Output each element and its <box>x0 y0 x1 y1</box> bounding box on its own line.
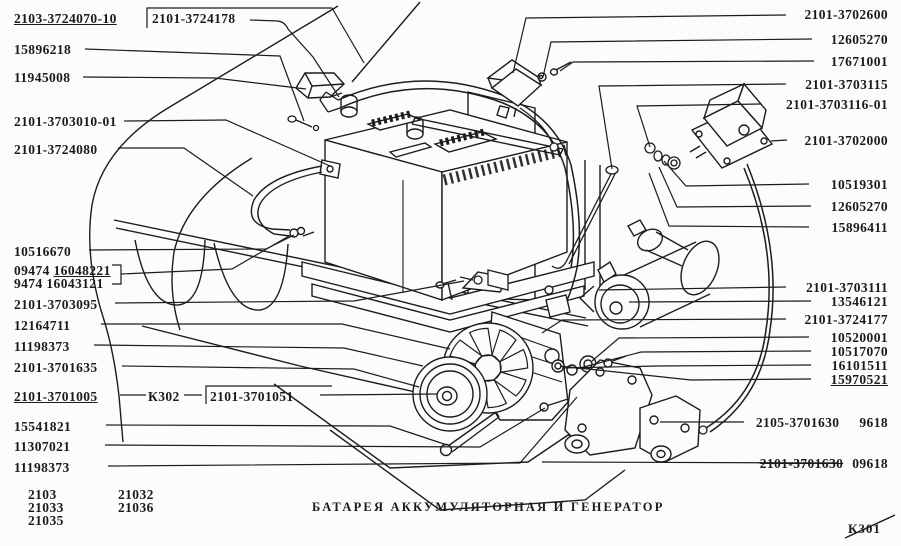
model-code: 21036 <box>118 500 154 515</box>
part-label: 12164711 <box>14 318 71 333</box>
model-code: 2103 <box>28 487 57 502</box>
belt-code: К302 <box>148 389 180 404</box>
part-label: 2103-3724070-10 <box>14 11 117 26</box>
part-label: 2101-3701005 <box>14 389 98 404</box>
part-label: 17671001 <box>830 54 888 69</box>
part-variant: 9618 <box>859 415 888 430</box>
part-label: 10517070 <box>830 344 888 359</box>
part-label-boxed: 2101-3701051 <box>210 389 294 404</box>
part-label: 15970521 <box>830 372 888 387</box>
part-variant: 09618 <box>852 456 888 471</box>
part-label: 09474 16048221 <box>14 263 111 278</box>
voltage-regulator-drawing <box>689 82 774 169</box>
sheet-code: К301 <box>848 521 881 536</box>
page-title: БАТАРЕЯ АККУМУЛЯТОРНАЯ И ГЕНЕРАТОР <box>312 500 665 514</box>
cap-screws <box>287 115 320 132</box>
part-label: 2101-3703010-01 <box>14 114 117 129</box>
part-label: 2101-3703095 <box>14 297 98 312</box>
battery-drawing <box>324 94 568 302</box>
wiring-harness <box>319 80 774 435</box>
part-number: 2105-3701630 <box>755 415 840 430</box>
alternator-drawing <box>412 271 597 457</box>
part-label: 2101-3703111 <box>805 280 888 295</box>
part-label: 15541821 <box>14 419 72 434</box>
part-label: 2101-3724080 <box>14 142 98 157</box>
part-number: 16048221 <box>53 263 111 278</box>
part-label: 10516670 <box>14 244 72 259</box>
part-label: 15896411 <box>831 220 888 235</box>
callout-brace-09474 <box>112 264 122 285</box>
starter-drawing <box>578 219 720 330</box>
part-label-boxed: 2101-3724178 <box>152 11 236 26</box>
panel-bracket <box>459 269 509 291</box>
part-label: 2105-3701630 9618 <box>755 415 888 430</box>
callout-bracket-3724178 <box>146 7 332 28</box>
part-label: 9474 16043121 <box>14 276 104 291</box>
part-label: 2101-3724177 <box>804 312 888 327</box>
relay-drawing <box>486 58 572 119</box>
part-label: 2101-3701635 <box>14 360 98 375</box>
part-number: 16043121 <box>46 276 104 291</box>
part-prefix: 09474 <box>14 263 50 278</box>
part-label: 2101-3703116-01 <box>786 97 888 112</box>
model-code: 21035 <box>28 513 64 528</box>
terminal-cover-cap <box>295 72 345 99</box>
model-code: 21032 <box>118 487 154 502</box>
part-label: 10519301 <box>830 177 888 192</box>
model-code: 21033 <box>28 500 64 515</box>
part-label: 2101-3703115 <box>805 77 888 92</box>
battery-tray <box>301 261 595 333</box>
part-label: 2101-3702600 <box>804 7 888 22</box>
part-number: 2101-3701630 <box>759 456 844 471</box>
part-label: 13546121 <box>830 294 888 309</box>
part-label: 15896218 <box>14 42 72 57</box>
part-label: 16101511 <box>831 358 888 373</box>
mount-brackets-drawing <box>564 355 701 463</box>
part-label: 12605270 <box>830 32 888 47</box>
part-label: 11198373 <box>14 460 70 475</box>
leader-lines <box>82 7 839 467</box>
callout-bracket-3701051 <box>205 385 332 404</box>
part-label: 10520001 <box>830 330 888 345</box>
part-label: 11198373 <box>14 339 70 354</box>
part-label: 2101-3701630 09618 <box>759 456 888 471</box>
part-label: 12605270 <box>830 199 888 214</box>
part-label: 11307021 <box>14 439 71 454</box>
part-label: 2101-3702000 <box>804 133 888 148</box>
part-label: 11945008 <box>14 70 71 85</box>
part-prefix: 9474 <box>14 276 43 291</box>
